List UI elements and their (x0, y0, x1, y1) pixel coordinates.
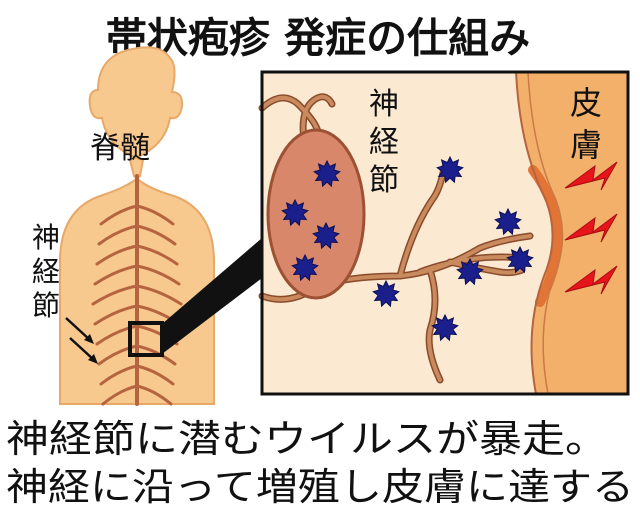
virus-icon (456, 257, 484, 286)
skin-layer (516, 72, 628, 394)
nerve-branch (135, 224, 177, 246)
pain-bolts (564, 161, 618, 295)
virus-icon (372, 279, 400, 308)
nerve-branch (135, 384, 173, 406)
arrow-line (69, 337, 95, 361)
nerve-branch (97, 224, 139, 246)
arrow-head (88, 354, 98, 364)
nerve-branch (91, 284, 139, 306)
virus-icon (281, 198, 309, 227)
skin-inner-line (527, 71, 564, 395)
lightning-bolt-icon (564, 161, 618, 191)
caption-line-1: 神経節に潜むウイルスが暴走。 (6, 417, 608, 461)
magnified-panel (258, 70, 630, 396)
skin-label-char: 膚 (570, 126, 602, 164)
virus-icon (312, 221, 340, 250)
page-title: 帯状疱疹 発症の仕組み (106, 14, 530, 62)
lightning-bolt-icon (564, 213, 618, 243)
caption-line-2: 神経に沿って増殖し皮膚に達する (6, 465, 634, 509)
nerve-branch (135, 264, 181, 286)
ganglion-label-right: 神 経 節 (369, 87, 399, 198)
magnified-panel-frame (260, 70, 630, 396)
skin-surface-line (515, 71, 554, 395)
arrow-line (65, 317, 91, 341)
nerve-branch (135, 284, 183, 306)
spinal-cord-nerves (91, 174, 183, 406)
nerve-branch (135, 344, 177, 366)
ganglion (266, 128, 366, 300)
arrow-head (84, 334, 94, 344)
ganglion-label-right-char: 節 (369, 163, 399, 198)
nerve-branch (135, 204, 175, 226)
nerve-branch (93, 264, 139, 286)
nerve-fiber (301, 94, 334, 142)
nerve-branch (99, 364, 139, 386)
nerve-fiber (260, 96, 320, 134)
nerve-branch (95, 244, 139, 266)
nerve-fibers (258, 93, 534, 384)
nerve-branch (135, 244, 179, 266)
skin-label-char: 皮 (570, 84, 602, 122)
spinal-cord-label: 脊髄 (90, 131, 150, 166)
skin-label: 皮 膚 (570, 84, 602, 164)
ganglion-label-right-char: 神 (369, 87, 399, 122)
virus-icon (436, 155, 464, 184)
skin-inflamed-edge (528, 165, 564, 307)
nerve-branch (101, 384, 139, 406)
virus-icon (506, 245, 534, 274)
virus-icon (313, 159, 341, 188)
virus-icon (431, 313, 459, 342)
ganglion-label-left-char: 経 (32, 255, 60, 288)
nerve-branch (97, 344, 139, 366)
ganglion-label-left-char: 節 (32, 289, 60, 322)
nerve-fiber (398, 166, 446, 278)
ganglion-label-left: 神 経 節 (32, 221, 60, 322)
nerve-branch (93, 304, 139, 326)
nerve-fiber (427, 268, 442, 382)
virus-icon (291, 253, 319, 282)
ganglion-label-left-char: 神 (32, 221, 60, 254)
viruses (281, 155, 534, 342)
ganglion-label-right-char: 経 (369, 125, 399, 160)
lightning-bolt-icon (564, 265, 618, 295)
zoom-connector (162, 238, 262, 354)
virus-icon (494, 207, 522, 236)
nerve-branch (95, 324, 139, 346)
pointer-arrows (65, 317, 98, 364)
nerve-branch (99, 204, 139, 226)
nerve-branch (135, 364, 175, 386)
